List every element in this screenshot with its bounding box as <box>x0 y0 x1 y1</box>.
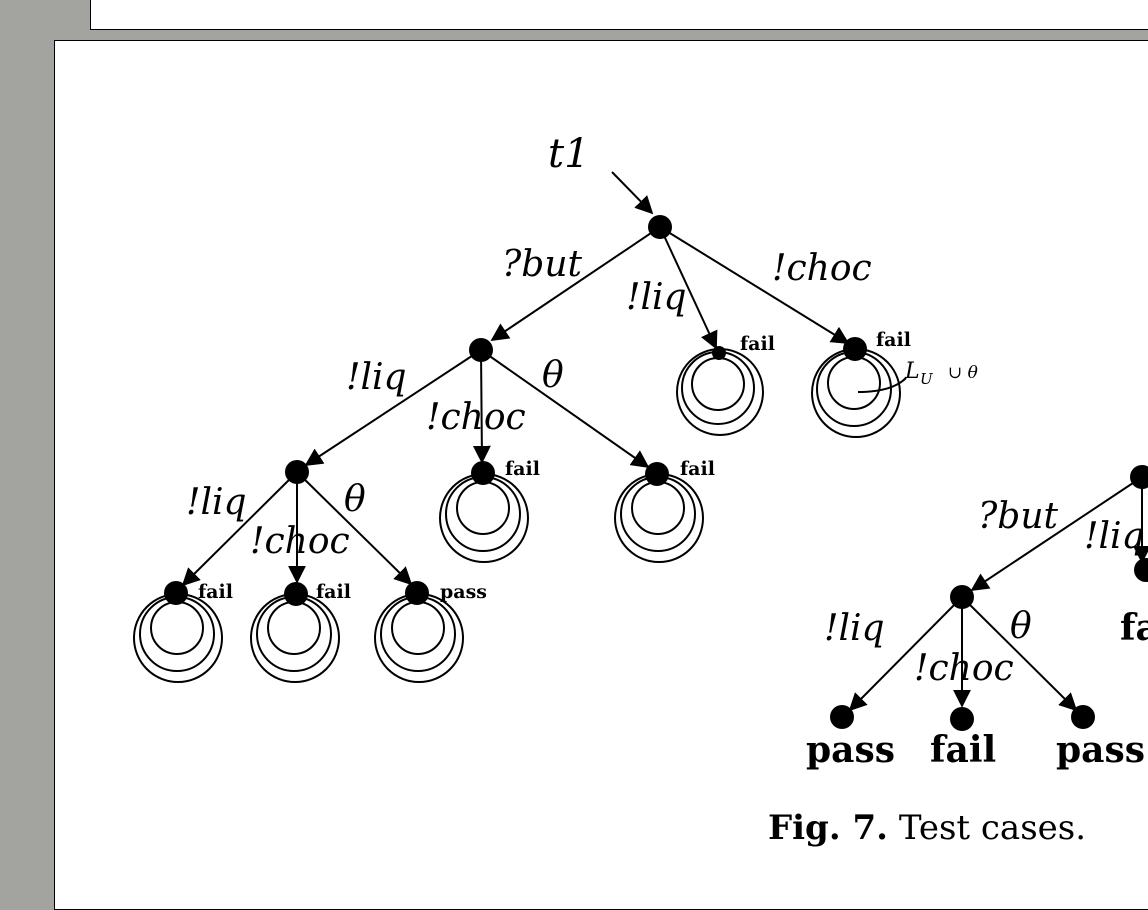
figure-caption: Fig. 7. Test cases. <box>768 808 1086 848</box>
test-case-name: t1 <box>548 131 590 177</box>
label-n2-choc: !choc <box>250 521 350 562</box>
svg-text:L: L <box>904 359 920 384</box>
edge-n1-choc <box>472 349 491 464</box>
state-root-choc <box>843 337 867 361</box>
verdict-right-partial: fa <box>1120 607 1148 649</box>
label-n2-theta: θ <box>344 479 366 520</box>
entry-arrow <box>611 171 654 215</box>
verdict-n2-liq: fail <box>198 581 233 603</box>
caption-number: Fig. 7. <box>768 808 888 848</box>
label-root-but: ?but <box>502 244 583 285</box>
edge-right-but <box>970 476 1143 591</box>
label-n1-theta: θ <box>542 355 564 396</box>
label-right-but: ?but <box>978 496 1059 537</box>
edge-n1-theta <box>480 349 650 469</box>
state-n2-choc <box>284 582 308 606</box>
verdict-root-liq: fail <box>740 333 775 355</box>
caption-text: Test cases. <box>898 808 1087 848</box>
document-page <box>54 40 1148 910</box>
label-right-c-theta: θ <box>1010 606 1032 647</box>
loop-n2-liq <box>133 593 223 683</box>
loop-annotation: L U ∪ θ <box>904 359 978 388</box>
label-root-liq: !liq <box>626 277 687 318</box>
state-n2-theta <box>405 581 429 605</box>
loop-root-choc <box>811 348 901 438</box>
state-n2-liq <box>164 581 188 605</box>
edge-root-but <box>490 226 661 342</box>
state-right-leaf1 <box>830 705 854 729</box>
svg-text:∪ θ: ∪ θ <box>948 363 978 383</box>
label-right-c-choc: !choc <box>914 648 1014 689</box>
verdict-right-leaf1: pass <box>806 729 895 771</box>
loop-n2-theta <box>374 593 464 683</box>
state-n1 <box>469 338 493 362</box>
label-n2-liq: !liq <box>186 482 247 523</box>
edge-root-liq <box>659 226 718 350</box>
verdict-n1-theta: fail <box>680 458 715 480</box>
svg-text:U: U <box>920 370 934 388</box>
verdict-n2-choc: fail <box>316 581 351 603</box>
previous-page-edge <box>90 0 1148 30</box>
loop-n2-choc <box>250 593 340 683</box>
verdict-right-leaf2: fail <box>930 729 996 771</box>
loop-root-liq <box>676 348 764 436</box>
label-n1-choc: !choc <box>426 397 526 438</box>
edge-right-c-liq <box>848 596 963 712</box>
edge-root-choc <box>659 226 850 344</box>
annotation-pointer <box>857 377 907 393</box>
verdict-right-leaf3: pass <box>1056 729 1145 771</box>
label-n1-liq: !liq <box>346 357 407 398</box>
edge-n1-liq <box>304 349 482 466</box>
state-n1-theta <box>645 462 669 486</box>
loop-n1-choc <box>439 473 529 563</box>
state-right-partial <box>1134 558 1148 582</box>
label-right-c-liq: !liq <box>824 608 885 649</box>
state-right-c <box>950 585 974 609</box>
label-root-choc: !choc <box>772 248 872 289</box>
loop-n1-theta <box>614 473 704 563</box>
state-root <box>648 215 672 239</box>
state-n1-choc <box>471 461 495 485</box>
label-right-liq: !liq <box>1084 516 1145 557</box>
state-root-liq <box>712 346 726 360</box>
edge-n2-liq <box>181 471 298 587</box>
state-right-root <box>1130 465 1148 489</box>
verdict-n2-theta: pass <box>440 581 487 603</box>
state-right-leaf3 <box>1071 705 1095 729</box>
state-n2 <box>285 460 309 484</box>
state-right-leaf2 <box>950 707 974 731</box>
verdict-n1-choc: fail <box>505 458 540 480</box>
edge-right-c-theta <box>961 596 1078 712</box>
verdict-root-choc: fail <box>876 329 911 351</box>
edge-n2-theta <box>296 471 413 586</box>
